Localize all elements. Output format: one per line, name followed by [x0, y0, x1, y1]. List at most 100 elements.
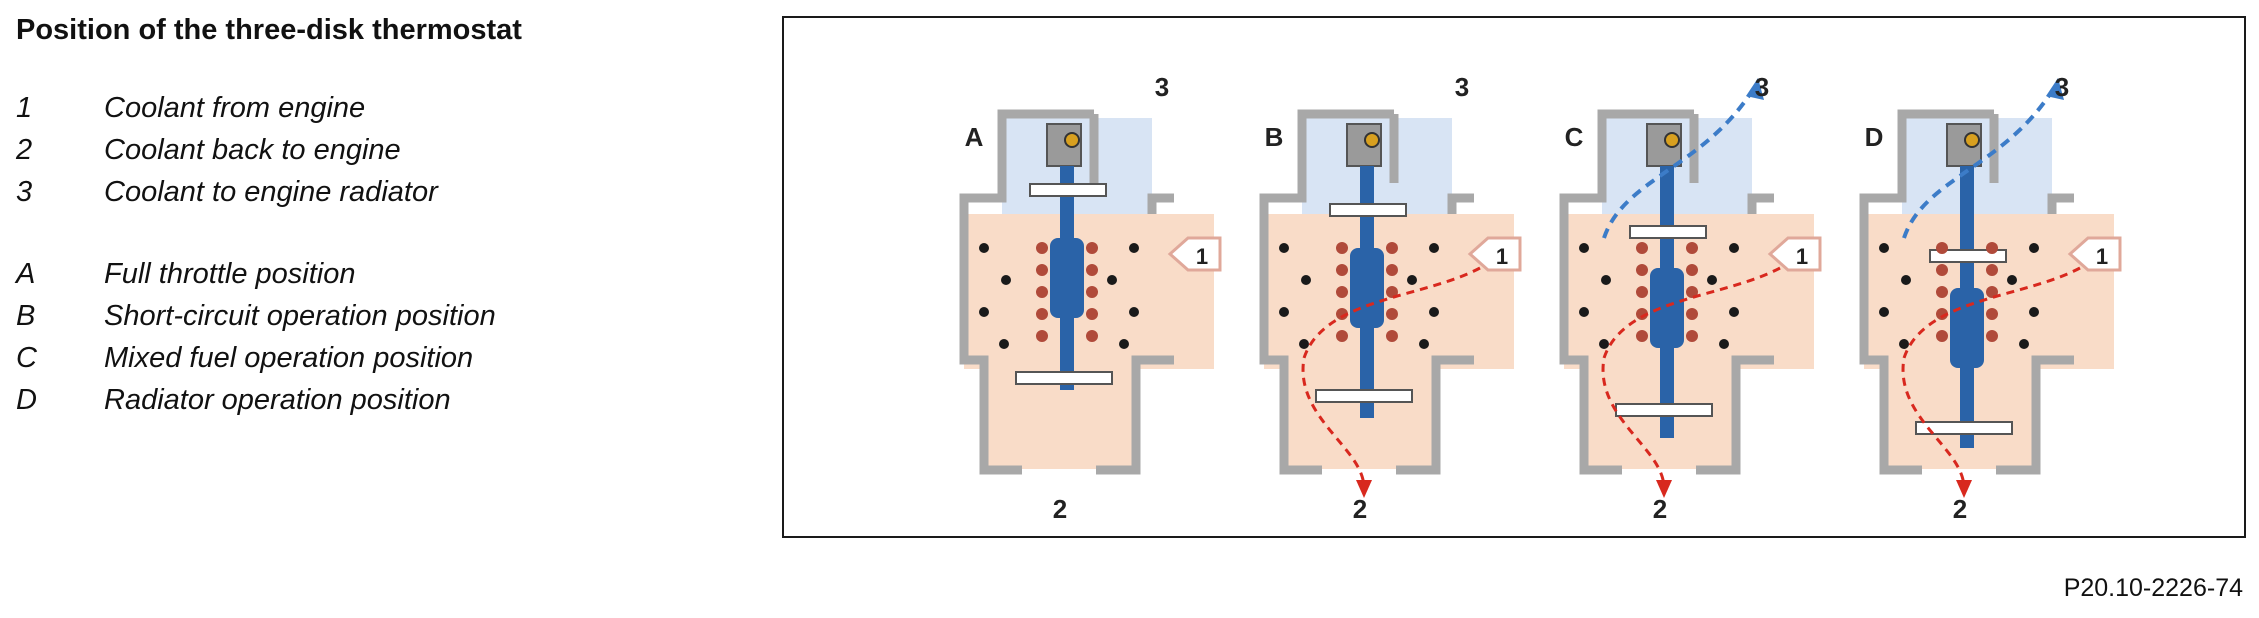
sensor-element-icon: [1064, 132, 1080, 148]
spring-coil: [1686, 242, 1698, 254]
wax-ball: [2019, 339, 2029, 349]
legend-item-b: B Short-circuit operation position: [16, 300, 716, 342]
spring-coil: [1936, 330, 1948, 342]
spring-coil: [1086, 286, 1098, 298]
spring-coil: [1336, 286, 1348, 298]
upper-valve-disk: [1629, 225, 1707, 239]
legend-item-2: 2 Coolant back to engine: [16, 134, 716, 176]
legend-key: B: [16, 300, 36, 332]
housing-wall-right-lower: [1096, 355, 1174, 475]
spring-coil: [1636, 308, 1648, 320]
spring-coil: [1936, 308, 1948, 320]
thermostat-panel-c: 1 C 3 2: [1559, 72, 1822, 524]
wax-ball: [1279, 243, 1289, 253]
housing-wall-right-upper: [2047, 193, 2074, 214]
inlet-label: 1: [1196, 244, 1208, 269]
inlet-tab: [1767, 236, 1822, 272]
spring-coil: [1986, 264, 1998, 276]
spring-coil: [1336, 264, 1348, 276]
panel-letter: D: [1865, 122, 1884, 152]
wax-ball: [1107, 275, 1117, 285]
spring-coil: [1686, 286, 1698, 298]
legend-key: 1: [16, 92, 33, 124]
legend-text: Short-circuit operation position: [104, 300, 496, 332]
wax-ball: [1901, 275, 1911, 285]
legend-item-1: 1 Coolant from engine: [16, 92, 716, 134]
spring-coil: [1986, 330, 1998, 342]
upper-valve-disk: [1929, 249, 2007, 263]
inlet-tab: [1467, 236, 1522, 272]
housing-wall-right-lower: [1996, 355, 2074, 475]
wax-ball: [1879, 243, 1889, 253]
wax-ball: [1429, 307, 1439, 317]
wax-ball: [1407, 275, 1417, 285]
sensor-element-icon: [1964, 132, 1980, 148]
spring-coil: [1686, 308, 1698, 320]
spring-coil: [1336, 330, 1348, 342]
wax-ball: [1419, 339, 1429, 349]
wax-ball: [1879, 307, 1889, 317]
wax-element: [1350, 248, 1384, 328]
legend-key: A: [16, 258, 36, 290]
radiator-outlet-label: 3: [1755, 72, 1769, 102]
spring-coil: [1386, 330, 1398, 342]
wax-ball: [1601, 275, 1611, 285]
engine-return-label: 2: [1353, 494, 1367, 524]
spring-coil: [1036, 264, 1048, 276]
inlet-label: 1: [2096, 244, 2108, 269]
spring-coil: [1336, 308, 1348, 320]
lower-valve-disk: [1615, 403, 1713, 417]
spring-coil: [1686, 330, 1698, 342]
spring-coil: [1386, 264, 1398, 276]
spring-coil: [1936, 264, 1948, 276]
radiator-outlet-label: 3: [2055, 72, 2069, 102]
radiator-outlet-label: 3: [1155, 72, 1169, 102]
spring-coil: [1986, 308, 1998, 320]
spring-coil: [1086, 242, 1098, 254]
legend: 1 Coolant from engine 2 Coolant back to …: [16, 92, 716, 426]
outlet-chamber: [1882, 364, 2036, 469]
wax-ball: [1579, 307, 1589, 317]
spring-coil: [1386, 308, 1398, 320]
housing-wall-right-lower: [1396, 355, 1474, 475]
legend-spacer: [16, 218, 716, 258]
wax-element: [1050, 238, 1084, 318]
housing-wall-right-upper: [1147, 193, 1174, 214]
wax-ball: [1707, 275, 1717, 285]
lower-valve-disk: [1315, 389, 1413, 403]
wax-ball: [1279, 307, 1289, 317]
spring-coil: [1686, 264, 1698, 276]
spring-coil: [1086, 330, 1098, 342]
legend-item-a: A Full throttle position: [16, 258, 716, 300]
wax-ball: [1729, 243, 1739, 253]
wax-ball: [999, 339, 1009, 349]
sensor-element-icon: [1664, 132, 1680, 148]
spring-coil: [1636, 330, 1648, 342]
inlet-tab: [2067, 236, 2122, 272]
panel-letter: C: [1565, 122, 1584, 152]
inlet-tab: [1167, 236, 1222, 272]
wax-ball: [1579, 243, 1589, 253]
housing-wall-right-upper: [1747, 193, 1774, 214]
figure-code: P20.10-2226-74: [2063, 574, 2243, 602]
flow-path-blue: [1602, 86, 1756, 239]
spring-coil: [1036, 308, 1048, 320]
flow-path-red: [1601, 266, 1781, 489]
wax-ball: [2029, 243, 2039, 253]
panel-letter: A: [965, 122, 984, 152]
panel-letter: B: [1265, 122, 1284, 152]
engine-return-label: 2: [1653, 494, 1667, 524]
wax-element: [1950, 288, 1984, 368]
inlet-label: 1: [1796, 244, 1808, 269]
housing-wall-right-lower: [1696, 355, 1774, 475]
spring-coil: [1086, 308, 1098, 320]
wax-ball: [1429, 243, 1439, 253]
thermostat-panel-a: 1 A 3 2: [959, 72, 1222, 524]
spring-coil: [1936, 242, 1948, 254]
wax-ball: [979, 243, 989, 253]
spring-coil: [1636, 286, 1648, 298]
engine-return-label: 2: [1053, 494, 1067, 524]
legend-text: Coolant from engine: [104, 92, 366, 124]
